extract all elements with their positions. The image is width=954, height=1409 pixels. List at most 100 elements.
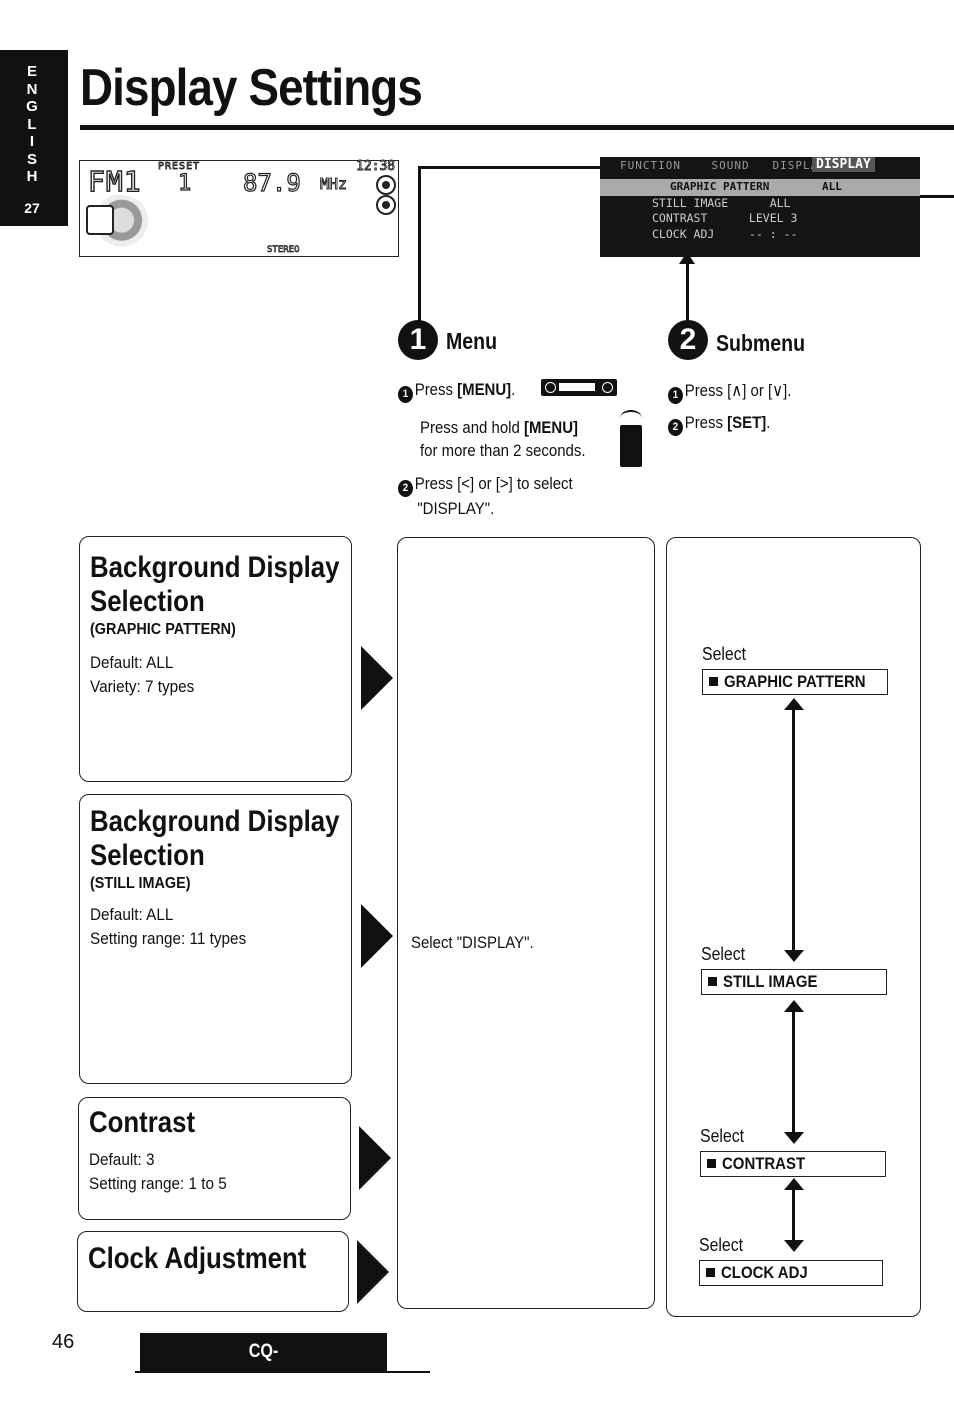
still-image-box: Background Display Selection (STILL IMAG… xyxy=(79,794,352,1084)
language-letters: E N G L I S H xyxy=(22,63,42,186)
box-range-text: Setting range: 1 to 5 xyxy=(89,1174,227,1193)
arrow-right-icon xyxy=(357,1240,389,1304)
box-default-text: Default: ALL xyxy=(90,653,174,672)
menu-value-all: ALL xyxy=(822,180,842,193)
square-icon xyxy=(706,1268,715,1277)
arrow-down-icon xyxy=(784,1240,804,1252)
arrow-up-icon xyxy=(679,252,695,264)
sub-step-badge: 2 xyxy=(668,419,683,436)
arrow-right-icon xyxy=(361,904,393,968)
instruction-text: Press [∧] or [∨]. xyxy=(684,381,792,400)
item-label: CLOCK ADJ xyxy=(721,1263,808,1282)
arrow-down-icon xyxy=(784,1132,804,1144)
box-range-text: Variety: 7 types xyxy=(90,677,195,696)
page-title: Display Settings xyxy=(80,59,423,117)
box-title: Clock Adjustment xyxy=(88,1242,307,1275)
arrow-up-icon xyxy=(784,698,804,710)
square-icon xyxy=(708,977,717,986)
box-title: Background Display xyxy=(90,551,340,584)
frequency-unit: MHz xyxy=(320,175,348,194)
double-arrow-line xyxy=(792,1188,795,1244)
square-icon xyxy=(709,677,718,686)
preset-number: 1 xyxy=(177,170,192,196)
menu-panel: Select "DISPLAY". xyxy=(397,537,655,1309)
page-number: 46 xyxy=(52,1331,75,1353)
instruction-text: . xyxy=(766,413,771,432)
arrow-right-icon xyxy=(359,1126,391,1190)
menu-item-graphic-pattern: GRAPHIC PATTERN xyxy=(670,180,770,193)
tab-letter: E xyxy=(26,63,37,80)
callout-line-submenu xyxy=(686,262,689,330)
graphic-pattern-box: Background Display Selection (GRAPHIC PA… xyxy=(79,536,352,782)
menu-row-still-image: STILL IMAGE ALL xyxy=(652,196,791,210)
select-display-text: Select "DISPLAY". xyxy=(411,933,534,952)
tab-page-number: 27 xyxy=(24,200,40,216)
step-1-instruction-hold: Press and hold [MENU] for more than 2 se… xyxy=(420,416,585,462)
step-2-badge: 2 xyxy=(668,320,708,360)
step-2-heading: Submenu xyxy=(716,330,806,356)
disc-icon xyxy=(86,205,114,235)
item-label: CONTRAST xyxy=(722,1154,806,1173)
frequency-readout: 87.9 xyxy=(242,168,301,197)
box-subtitle: (STILL IMAGE) xyxy=(90,875,191,892)
tab-letter: H xyxy=(26,168,38,185)
clock-adjustment-box: Clock Adjustment xyxy=(77,1231,349,1312)
signal-waves-icon xyxy=(620,410,642,426)
box-subtitle: (GRAPHIC PATTERN) xyxy=(90,621,236,638)
step-1-heading: Menu xyxy=(446,328,498,354)
arrow-right-icon xyxy=(361,646,393,710)
band-indicator: FM1 xyxy=(87,164,142,198)
contrast-item: CONTRAST xyxy=(700,1151,886,1177)
instruction-text: Press and hold xyxy=(420,418,524,437)
graphic-pattern-item: GRAPHIC PATTERN xyxy=(702,669,888,695)
box-default-text: Default: ALL xyxy=(90,905,174,924)
tab-letter: L xyxy=(27,115,37,133)
arrow-up-icon xyxy=(784,1178,804,1190)
instruction-text: for more than 2 seconds. xyxy=(420,441,586,460)
model-banner: CQ-C8400/8300/8200/8100U xyxy=(140,1333,387,1400)
select-label: Select xyxy=(702,644,747,664)
menu-row-contrast: CONTRAST LEVEL 3 xyxy=(652,211,798,225)
set-key-label: [SET] xyxy=(727,413,767,432)
square-icon xyxy=(707,1159,716,1168)
menu-key-label: [MENU] xyxy=(457,380,512,399)
language-tab: E N G L I S H 27 xyxy=(0,50,68,226)
knob-icon xyxy=(376,175,396,195)
tab-letter: I xyxy=(29,133,35,150)
callout-line-right xyxy=(920,195,954,198)
item-label: GRAPHIC PATTERN xyxy=(724,672,866,691)
remote-control-icon xyxy=(620,425,642,467)
box-title: Background Display xyxy=(90,805,340,838)
tab-letter: N xyxy=(26,80,38,98)
instruction-text: Press xyxy=(414,380,458,399)
clock-adj-item: CLOCK ADJ xyxy=(699,1260,883,1286)
sub-step-badge: 1 xyxy=(398,386,413,403)
radio-lcd-display: FM1 PRESET 1 87.9 MHz 12:38 STEREO xyxy=(79,159,399,257)
menu-screen: FUNCTION SOUND DISPLAY DISPLAY GRAPHIC P… xyxy=(600,157,920,257)
tab-letter: S xyxy=(26,150,37,168)
menu-key-label: [MENU] xyxy=(523,418,578,437)
still-image-item: STILL IMAGE xyxy=(701,969,887,995)
stereo-indicator: STEREO xyxy=(264,245,303,255)
box-range-text: Setting range: 11 types xyxy=(90,929,247,948)
box-title: Selection xyxy=(90,839,205,872)
item-label: STILL IMAGE xyxy=(723,972,818,991)
knob-icon xyxy=(376,195,396,215)
select-label: Select xyxy=(701,944,746,964)
step-1-badge: 1 xyxy=(398,320,438,360)
tab-letter: G xyxy=(26,98,38,115)
instruction-text: Press xyxy=(684,413,728,432)
title-rule xyxy=(80,125,954,130)
box-title: Contrast xyxy=(89,1106,196,1139)
menu-display-tab: DISPLAY xyxy=(812,157,875,172)
select-label: Select xyxy=(700,1126,745,1146)
menu-button-icon xyxy=(541,379,617,396)
footer-rule xyxy=(135,1371,430,1373)
select-label: Select xyxy=(699,1235,744,1255)
callout-line-menu xyxy=(418,168,421,338)
box-default-text: Default: 3 xyxy=(89,1150,155,1169)
sub-step-badge: 1 xyxy=(668,387,683,404)
